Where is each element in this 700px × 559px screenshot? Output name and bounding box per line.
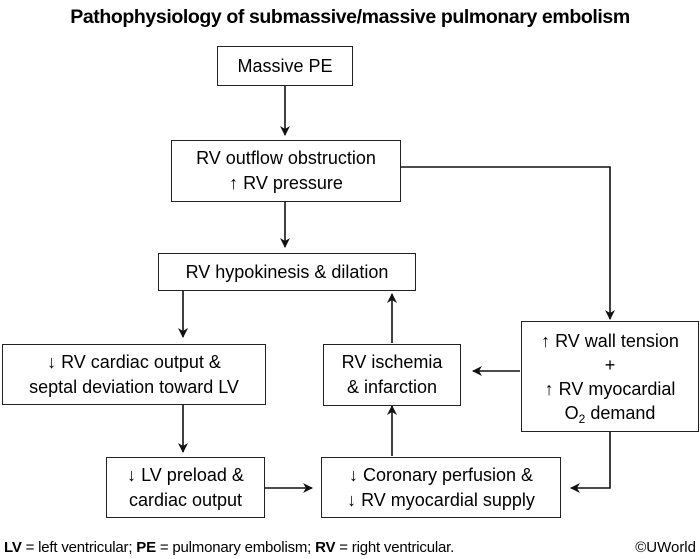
node-rv-wall-tension: ↑ RV wall tension + ↑ RV myocardial O2 d… [521,321,699,432]
node-rv-outflow-obstruction: RV outflow obstruction ↑ RV pressure [171,140,401,202]
demand-text: demand [585,402,656,423]
abbr-lv-def: = left ventricular; [21,539,137,556]
node-text: ↓ RV cardiac output & [47,351,221,372]
abbr-rv: RV [315,539,336,556]
node-rv-cardiac-output: ↓ RV cardiac output & septal deviation t… [2,344,266,405]
node-text: RV ischemia [341,352,443,372]
node-text: ↑ RV wall tension [541,330,679,351]
node-text: RV outflow obstruction [196,148,376,168]
arrow-rv-wall-tension-to-coronary-perfusion [570,432,611,493]
node-text: & infarction [346,377,438,397]
copyright: ©UWorld [635,539,696,556]
diagram-title: Pathophysiology of submassive/massive pu… [70,6,630,28]
abbr-pe-def: = pulmonary embolism; [155,539,316,556]
node-text: + [604,354,616,375]
node-lv-preload: ↓ LV preload & cardiac output [106,457,265,518]
arrow-rv-outflow-to-rv-wall-tension [400,166,615,320]
node-text: ↑ RV pressure [229,173,343,193]
node-rv-ischemia: RV ischemia & infarction [323,344,461,406]
node-text: ↑ RV myocardial [544,378,676,399]
node-text: ↓ RV myocardial supply [347,489,535,510]
node-text-o2-demand: O2 demand [565,401,656,425]
abbr-rv-def: = right ventricular. [335,539,455,556]
node-text: ↓ Coronary perfusion & [348,464,534,485]
abbr-lv: LV [4,539,22,556]
o2-subscript: 2 [578,411,586,426]
node-massive-pe: Massive PE [217,46,353,86]
node-text: cardiac output [128,489,243,510]
o2-symbol: O [564,402,579,423]
node-text: ↓ LV preload & [127,464,244,485]
node-rv-hypokinesis: RV hypokinesis & dilation [158,253,416,291]
node-text: RV hypokinesis & dilation [185,261,389,282]
node-coronary-perfusion: ↓ Coronary perfusion & ↓ RV myocardial s… [321,457,561,518]
node-text: Massive PE [237,55,333,76]
abbreviation-legend: LV = left ventricular; PE = pulmonary em… [4,539,454,556]
node-text: septal deviation toward LV [29,376,239,397]
abbr-pe: PE [136,539,156,556]
